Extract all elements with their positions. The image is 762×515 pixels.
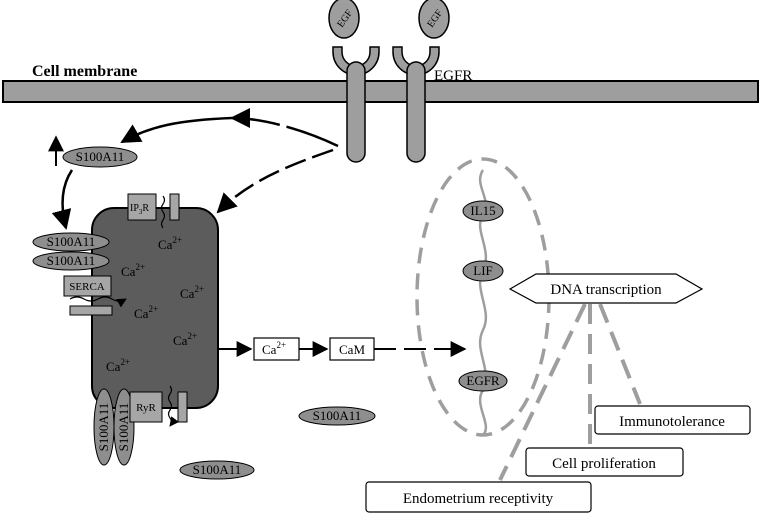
ca-box-label: Ca2+	[262, 340, 286, 357]
cell-membrane-label: Cell membrane	[32, 63, 137, 80]
gene-lif	[462, 260, 504, 282]
s100a11-er-a	[32, 232, 110, 252]
s100a11-vertical-b	[113, 388, 135, 466]
arrow-s100-to-er	[51, 169, 74, 230]
s100a11-low	[179, 460, 255, 480]
gene-il15-label: IL15	[470, 203, 495, 218]
ip3r-channel: IP3R	[127, 193, 180, 229]
ryr-channel: RyR	[129, 385, 188, 427]
s100a11-cytoplasm-label: S100A11	[76, 149, 125, 164]
dna-transcription-label: DNA transcription	[550, 282, 662, 298]
gene-il15	[462, 200, 504, 222]
svg-text:IP3R: IP3R	[130, 203, 149, 216]
immunotolerance-label: Immunotolerance	[619, 414, 725, 430]
er-calcium-5: Ca2+	[173, 331, 197, 348]
s100a11-mid	[298, 406, 376, 426]
gene-egfr	[458, 370, 508, 392]
ip3r-tail: R	[142, 203, 149, 214]
egfr-receptor-right: EGF	[392, 0, 450, 163]
s100a11-cytoplasm	[62, 146, 138, 168]
ip3r-subscript: 3	[139, 208, 143, 216]
gene-lif-label: LIF	[473, 263, 493, 278]
egf-ligand-right	[418, 0, 450, 39]
link-to-immunotolerance	[598, 303, 642, 405]
s100a11-mid-label: S100A11	[313, 408, 362, 423]
arrow-receptor-to-s100	[230, 108, 339, 148]
cam-box-label: CaM	[339, 342, 365, 357]
s100a11-er-b-label: S100A11	[47, 253, 96, 268]
er-calcium-2: Ca2+	[121, 262, 145, 279]
gene-egfr-label: EGFR	[466, 373, 500, 388]
s100a11-er-b	[32, 251, 110, 271]
arrow-to-s100-cyto	[120, 116, 233, 144]
ip3r-label: IP	[130, 203, 139, 214]
serca-label: SERCA	[69, 281, 105, 293]
s100a11-low-label: S100A11	[193, 462, 242, 477]
s100a11-vertical-a-label: S100A11	[96, 403, 111, 452]
egf-ligand-left	[328, 0, 360, 39]
immunotolerance-box	[594, 405, 751, 435]
receptivity-label: Endometrium receptivity	[403, 491, 554, 507]
ryr-label: RyR	[136, 402, 156, 414]
er-calcium-6: Ca2+	[106, 357, 130, 374]
er-calcium-4: Ca2+	[134, 304, 158, 321]
er-calcium-1: Ca2+	[158, 235, 182, 252]
er-calcium-3: Ca2+	[180, 284, 204, 301]
link-to-receptivity	[498, 303, 587, 481]
receptivity-box	[365, 481, 592, 513]
egfr-receptor-left: EGF	[328, 0, 380, 163]
serca-pump: SERCA	[63, 275, 127, 316]
dna-transcription-box	[508, 273, 704, 304]
egfr-label: EGFR	[434, 68, 472, 84]
proliferation-label: Cell proliferation	[552, 456, 656, 472]
proliferation-box	[525, 447, 684, 477]
s100a11-er-a-label: S100A11	[47, 234, 96, 249]
s100a11-vertical-b-label: S100A11	[116, 403, 131, 452]
arrow-receptor-to-er	[216, 148, 334, 214]
cell-membrane	[2, 80, 759, 103]
